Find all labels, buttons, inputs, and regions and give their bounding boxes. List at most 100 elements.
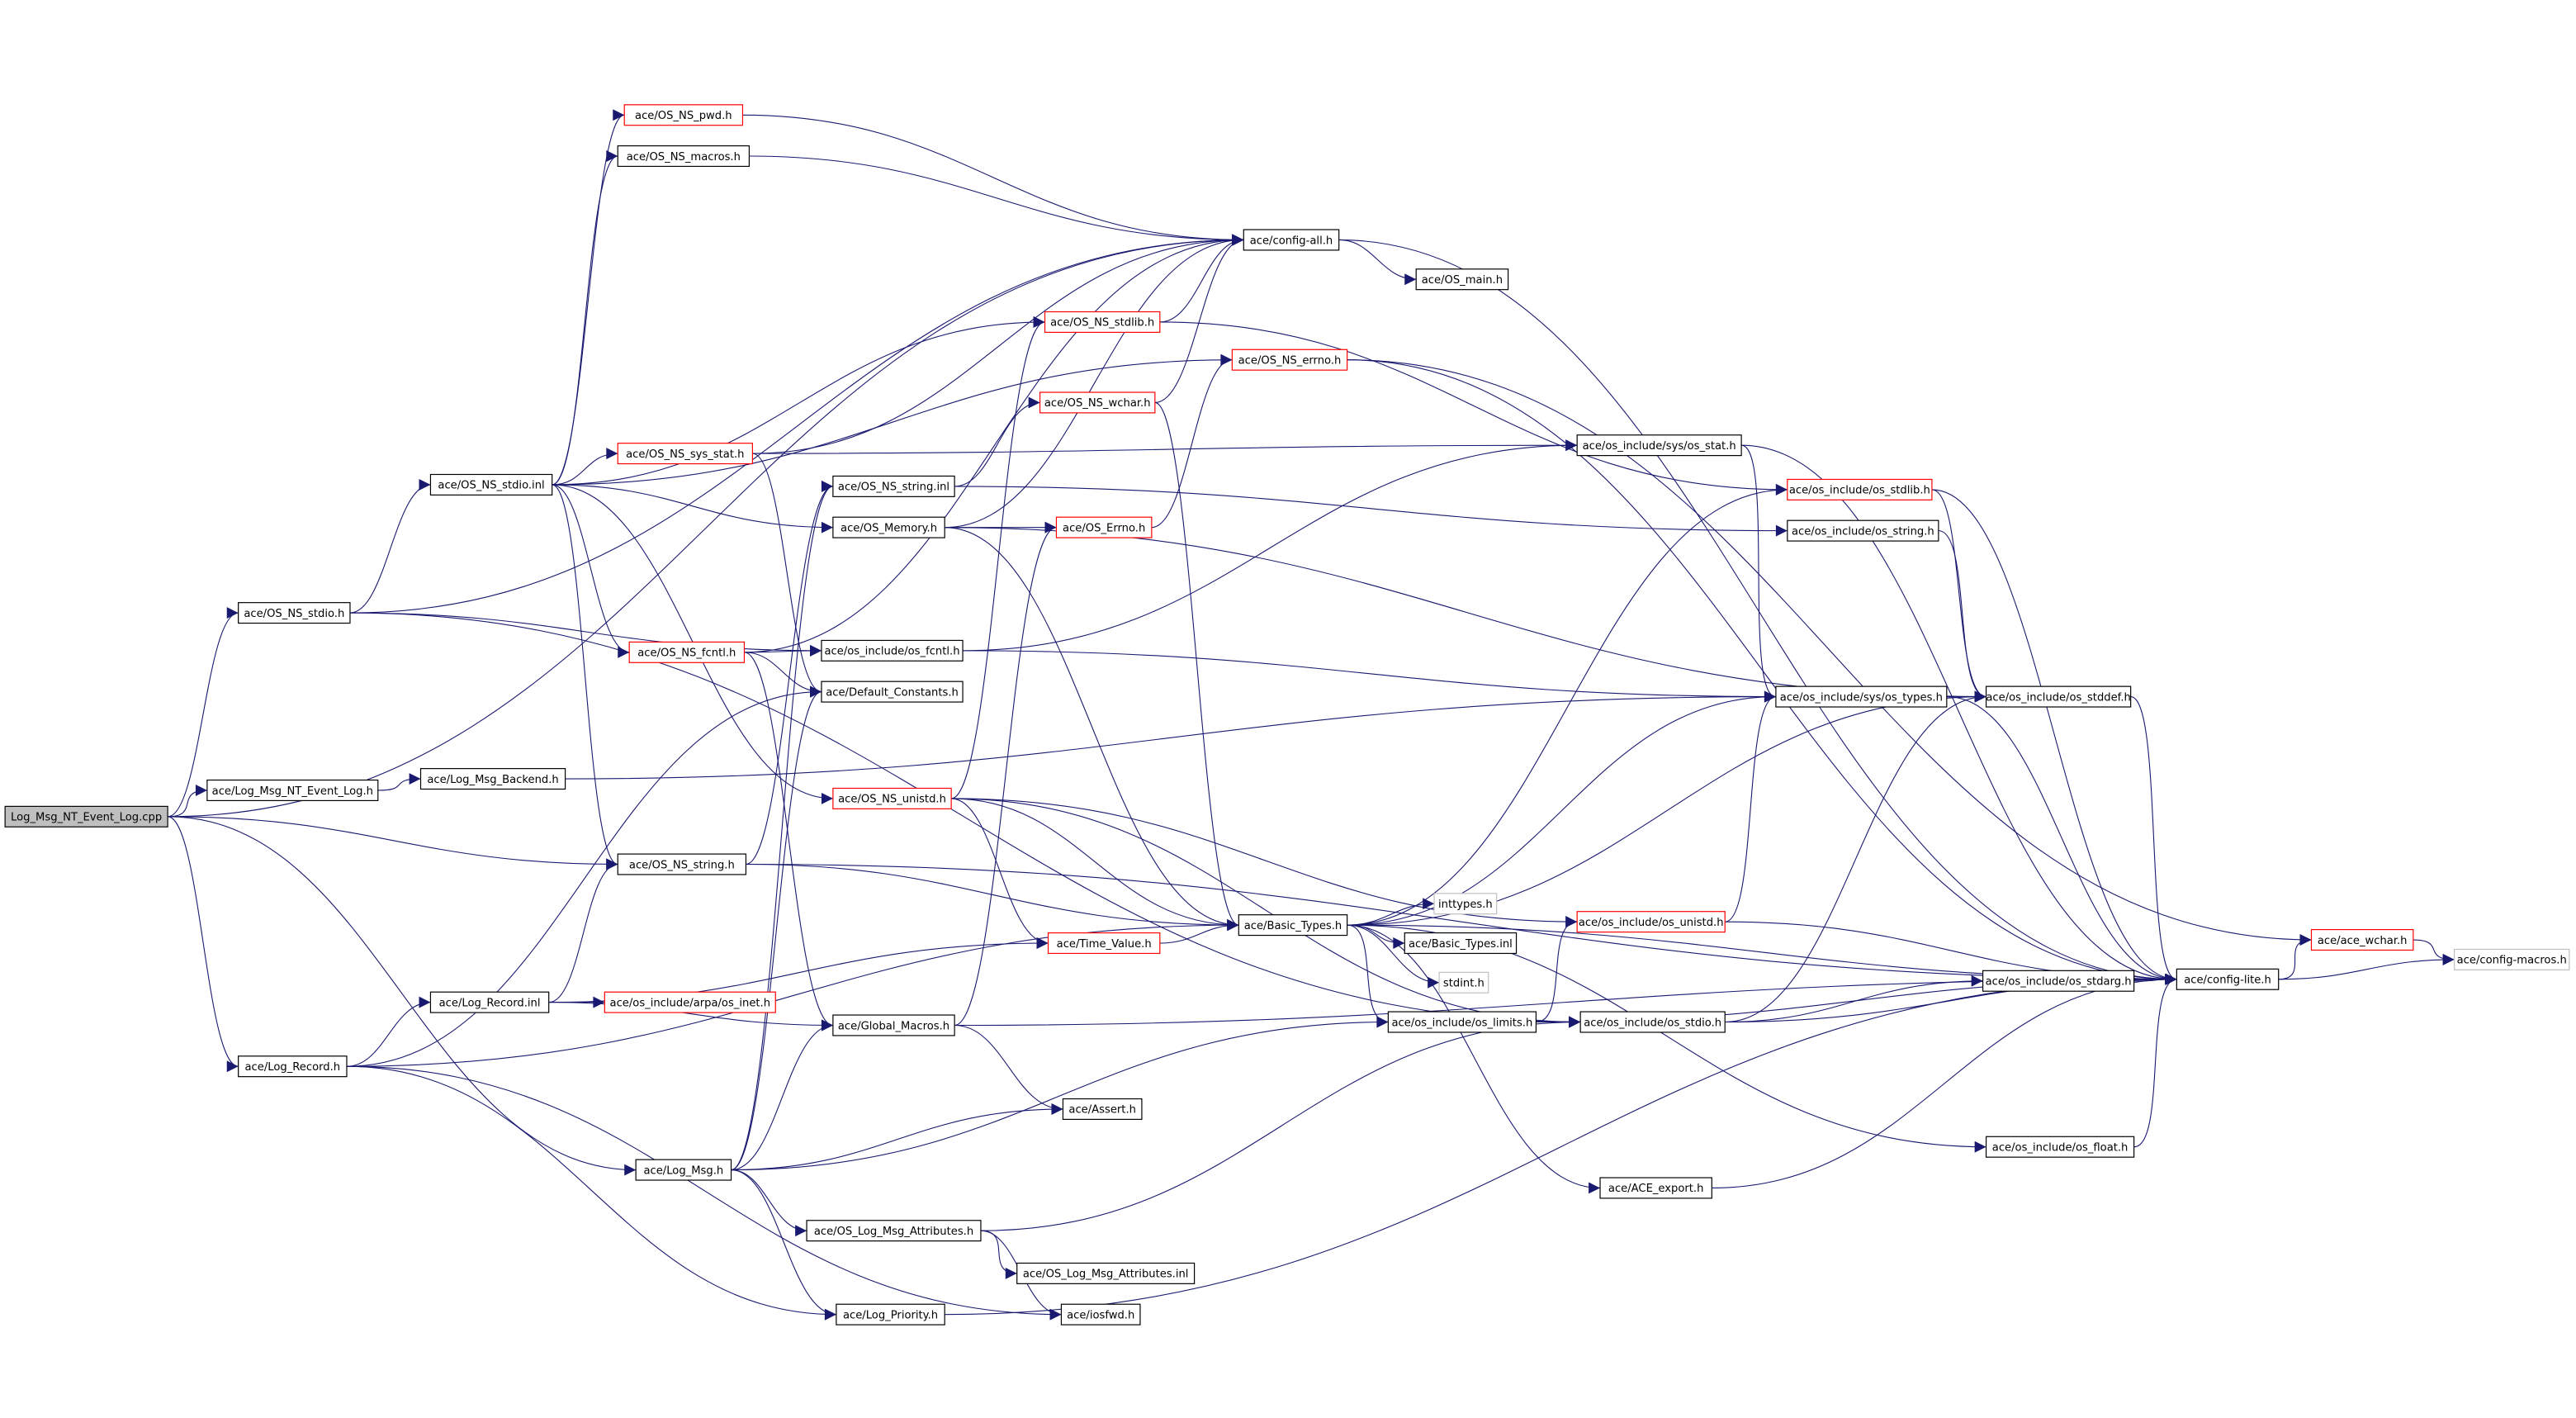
node-os_stdio[interactable]: ace/os_include/os_stdio.h <box>1579 1011 1726 1033</box>
node-pwd[interactable]: ace/OS_NS_pwd.h <box>623 104 744 126</box>
node-label: ace/config-all.h <box>1250 235 1333 247</box>
edge-osstat-to-sys_types <box>1741 444 1776 703</box>
node-box <box>2310 929 2414 951</box>
node-backend[interactable]: ace/Log_Msg_Backend.h <box>419 768 566 790</box>
node-attrs_inl[interactable]: ace/OS_Log_Msg_Attributes.inl <box>1016 1262 1196 1284</box>
edge-os_fcntl-to-osstat <box>963 439 1578 652</box>
node-export[interactable]: ace/ACE_export.h <box>1599 1177 1712 1199</box>
edge-memory-to-basic <box>945 527 1239 932</box>
node-cpp[interactable]: Log_Msg_NT_Event_Log.cpp <box>4 805 168 828</box>
node-float[interactable]: ace/os_include/os_float.h <box>1985 1136 2135 1158</box>
node-configall[interactable]: ace/config-all.h <box>1243 229 1340 251</box>
node-stdio_h[interactable]: ace/OS_NS_stdio.h <box>238 602 351 624</box>
node-sysstat[interactable]: ace/OS_NS_sys_stat.h <box>617 443 753 465</box>
edge-os_limits-to-os_unistd <box>1536 916 1578 1023</box>
node-assert[interactable]: ace/Assert.h <box>1062 1098 1143 1120</box>
node-oserrno[interactable]: ace/OS_Errno.h <box>1055 516 1153 538</box>
node-label: ace/Log_Record.h <box>245 1061 341 1074</box>
node-timeval[interactable]: ace/Time_Value.h <box>1047 932 1161 955</box>
node-label: ace/ace_wchar.h <box>2318 935 2408 947</box>
node-os_fcntl[interactable]: ace/os_include/os_fcntl.h <box>821 639 964 662</box>
node-box <box>1576 434 1742 457</box>
edge-attrs-to-os_stdio <box>980 1016 1581 1231</box>
edge-basic-to-os_limits <box>1347 924 1389 1028</box>
node-label: ace/OS_NS_macros.h <box>627 151 741 164</box>
node-box <box>1060 1303 1141 1326</box>
node-basic_inl[interactable]: ace/Basic_Types.inl <box>1404 932 1518 955</box>
edge-basic-to-stdint <box>1347 924 1440 989</box>
node-box <box>1787 478 1933 500</box>
node-os_string[interactable]: ace/os_include/os_string.h <box>1787 519 1939 542</box>
edge-fcntl-to-defconst <box>744 652 822 698</box>
node-os_stdlib[interactable]: ace/os_include/os_stdlib.h <box>1787 478 1933 500</box>
node-box <box>1982 970 2135 992</box>
node-lmnt[interactable]: ace/Log_Msg_NT_Event_Log.h <box>206 779 379 802</box>
node-box <box>1243 229 1340 251</box>
node-wchar[interactable]: ace/OS_NS_wchar.h <box>1039 391 1156 414</box>
node-osstat[interactable]: ace/os_include/sys/os_stat.h <box>1576 434 1742 457</box>
node-label: ace/Basic_Types.inl <box>1409 938 1513 951</box>
node-iosfwd[interactable]: ace/iosfwd.h <box>1060 1303 1141 1326</box>
edge-fcntl-to-global <box>744 652 833 1031</box>
edge-timeval-to-basic <box>1159 919 1239 944</box>
node-macros[interactable]: ace/OS_NS_macros.h <box>617 145 751 168</box>
node-lite[interactable]: ace/config-lite.h <box>2176 968 2280 990</box>
edge-cpp-to-stdio_h <box>168 607 239 818</box>
node-box <box>635 1159 732 1181</box>
node-label: stdint.h <box>1443 978 1485 990</box>
node-unistd[interactable]: ace/OS_NS_unistd.h <box>832 787 952 809</box>
node-stdarg[interactable]: ace/os_include/os_stdarg.h <box>1982 970 2135 992</box>
node-priority[interactable]: ace/Log_Priority.h <box>836 1303 945 1326</box>
node-label: ace/OS_NS_pwd.h <box>635 110 732 122</box>
node-stddef[interactable]: ace/os_include/os_stddef.h <box>1985 685 2132 708</box>
node-errno[interactable]: ace/OS_NS_errno.h <box>1231 349 1348 371</box>
node-box <box>2176 968 2280 990</box>
node-label: ace/OS_NS_stdlib.h <box>1050 317 1154 330</box>
node-sys_types[interactable]: ace/os_include/sys/os_types.h <box>1775 685 1948 708</box>
node-osmain[interactable]: ace/OS_main.h <box>1415 268 1509 291</box>
node-fcntl[interactable]: ace/OS_NS_fcntl.h <box>628 641 746 663</box>
edge-stdio_h-to-stdio_inl <box>349 479 431 614</box>
edge-lite-to-ace_wchar <box>2278 934 2312 980</box>
edge-stdio_inl-to-sysstat <box>552 448 618 486</box>
node-attrs[interactable]: ace/OS_Log_Msg_Attributes.h <box>806 1220 982 1242</box>
edge-memory-to-stddef <box>945 527 1986 703</box>
node-ace_wchar[interactable]: ace/ace_wchar.h <box>2310 929 2414 951</box>
node-record_h[interactable]: ace/Log_Record.h <box>238 1055 348 1078</box>
edge-record_h-to-defconst <box>346 685 822 1067</box>
edge-logmsg-to-assert <box>731 1103 1063 1171</box>
node-global[interactable]: ace/Global_Macros.h <box>832 1014 955 1036</box>
edge-errno-to-lite <box>1347 359 2177 985</box>
node-basic[interactable]: ace/Basic_Types.h <box>1238 914 1348 937</box>
edge-attrs-to-attrs_inl <box>980 1230 1017 1279</box>
edge-record_inl-to-global <box>548 1002 833 1031</box>
node-memory[interactable]: ace/OS_Memory.h <box>832 516 945 538</box>
node-label: ace/iosfwd.h <box>1067 1309 1134 1321</box>
node-label: ace/OS_Log_Msg_Attributes.h <box>814 1226 973 1238</box>
node-inet[interactable]: ace/os_include/arpa/os_inet.h <box>604 991 776 1013</box>
edge-logmsg-to-os_limits <box>731 1016 1389 1171</box>
node-logmsg[interactable]: ace/Log_Msg.h <box>635 1159 732 1181</box>
edge-unistd-to-basic <box>951 798 1239 932</box>
node-label: ace/Log_Msg_NT_Event_Log.h <box>212 785 373 798</box>
edge-basic-to-stddef <box>1347 690 1986 926</box>
node-defconst[interactable]: ace/Default_Constants.h <box>821 681 964 703</box>
node-box <box>1044 311 1161 333</box>
edge-stdio_inl-to-memory <box>552 484 833 534</box>
node-string_inl[interactable]: ace/OS_NS_string.inl <box>832 475 955 497</box>
node-label: ace/Time_Value.h <box>1057 938 1152 951</box>
node-os_limits[interactable]: ace/os_include/os_limits.h <box>1387 1011 1537 1033</box>
edge-oserrno-to-errno <box>1151 353 1233 529</box>
node-os_unistd[interactable]: ace/os_include/os_unistd.h <box>1576 911 1726 933</box>
edge-record_h-to-priority <box>346 1065 836 1321</box>
node-stdlib[interactable]: ace/OS_NS_stdlib.h <box>1044 311 1161 333</box>
edge-sysstat-to-defconst <box>752 453 822 698</box>
node-label: ace/os_include/os_unistd.h <box>1579 917 1724 929</box>
node-label: ace/OS_Memory.h <box>841 522 937 534</box>
node-stdio_inl[interactable]: ace/OS_NS_stdio.inl <box>429 473 553 496</box>
edges-layer <box>168 109 2455 1321</box>
node-label: ace/OS_NS_string.inl <box>838 481 949 494</box>
node-box <box>617 145 751 168</box>
node-record_inl[interactable]: ace/Log_Record.inl <box>429 991 550 1013</box>
node-string_h[interactable]: ace/OS_NS_string.h <box>617 853 747 875</box>
